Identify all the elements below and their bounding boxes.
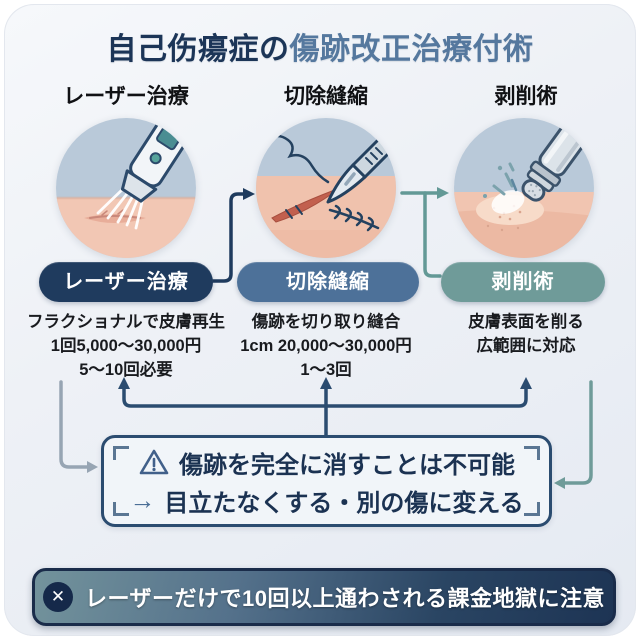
- right-side-arrow: [563, 380, 593, 485]
- dermabrasion-tool-icon: [454, 118, 594, 258]
- laser-illustration: [56, 118, 196, 258]
- left-side-arrow: [59, 380, 89, 469]
- column-header-laser: レーザー治療: [63, 85, 189, 108]
- page-title: 自己伤瘍症の傷跡改正治療付術: [4, 24, 636, 68]
- column-header-dermabrasion: 剥削術: [494, 85, 558, 108]
- title-primary: 自己伤瘍症の: [106, 33, 290, 66]
- corner-mark: [113, 446, 129, 460]
- excision-description: 傷跡を切り取り縫合 1cm 20,000〜30,000円 1〜3回: [216, 310, 436, 382]
- caution-banner: ✕ レーザーだけで10回以上通わされる課金地獄に注意: [32, 568, 616, 626]
- bracket-connector: [122, 386, 528, 437]
- excision-illustration: [256, 118, 396, 258]
- corner-mark: [524, 446, 540, 460]
- desc-line: 5〜10回必要: [79, 361, 173, 379]
- desc-line: 1〜3回: [300, 361, 352, 379]
- title-secondary: 傷跡改正治療付術: [289, 33, 534, 66]
- warning-text-2: 目立たなくする・別の傷に変える: [164, 489, 524, 517]
- desc-line: 1cm 20,000〜30,000円: [240, 337, 412, 355]
- desc-line: 皮膚表面を削る: [468, 313, 584, 331]
- pill-dermabrasion: 剥削術: [441, 262, 605, 302]
- scalpel-suture-icon: [256, 118, 396, 258]
- laser-handpiece-icon: [56, 118, 196, 258]
- desc-line: 1回5,000〜30,000円: [50, 337, 202, 355]
- warning-line-1: 傷跡を完全に消すことは不可能: [138, 445, 515, 480]
- desc-line: 広範囲に対応: [476, 337, 576, 355]
- laser-description: フラクショナルで皮膚再生 1回5,000〜30,000円 5〜10回必要: [16, 310, 236, 382]
- pill-excision: 切除縫縮: [237, 262, 419, 302]
- column-header-excision: 切除縫縮: [284, 85, 368, 108]
- dermabrasion-illustration: [454, 118, 594, 258]
- corner-mark: [524, 502, 540, 516]
- warning-box: 傷跡を完全に消すことは不可能 → 目立たなくする・別の傷に変える: [101, 435, 552, 527]
- cross-circle-icon: ✕: [42, 582, 73, 612]
- infographic-card: 自己伤瘍症の傷跡改正治療付術 レーザー治療 切除縫縮 剥削術: [4, 4, 636, 636]
- desc-line: 傷跡を切り取り縫合: [251, 313, 401, 331]
- warning-triangle-icon: [139, 449, 169, 474]
- caution-text: レーザーだけで10回以上通わされる課金地獄に注意: [84, 586, 606, 611]
- corner-mark: [113, 502, 129, 516]
- warning-line-2: → 目立たなくする・別の傷に変える: [129, 483, 523, 518]
- arrow-step1-to-step2: [207, 192, 245, 283]
- warning-text-1: 傷跡を完全に消すことは不可能: [179, 451, 515, 479]
- pill-laser: レーザー治療: [39, 262, 213, 302]
- dermabrasion-description: 皮膚表面を削る 広範囲に対応: [416, 310, 636, 358]
- desc-line: フラクショナルで皮膚再生: [27, 313, 225, 331]
- arrow-right-glyph: →: [129, 484, 156, 515]
